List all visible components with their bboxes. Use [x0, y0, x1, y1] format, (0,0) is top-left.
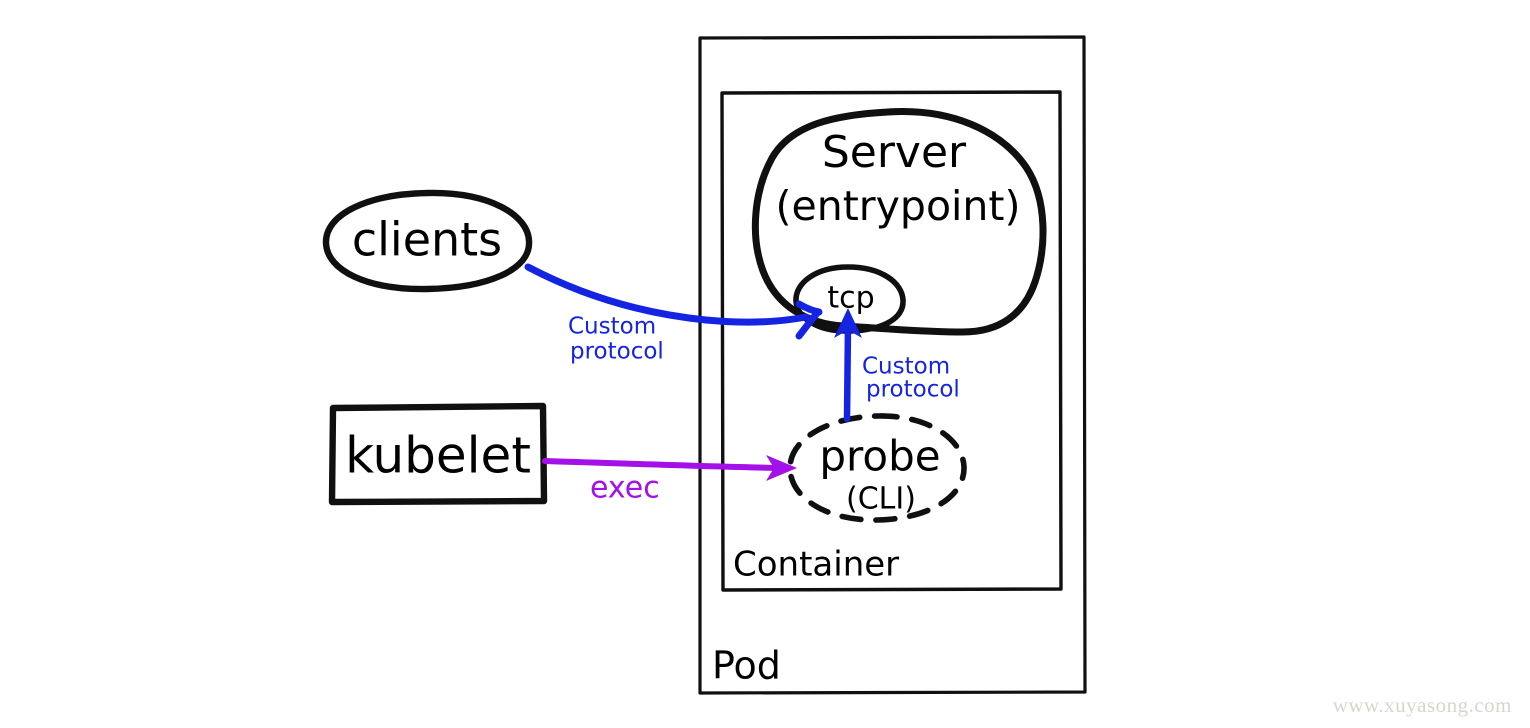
- edge-probe-to-tcp: Custom protocol: [834, 308, 960, 423]
- clients-label: clients: [352, 213, 502, 267]
- server-label-line2: (entrypoint): [776, 182, 1021, 230]
- kubelet-node: kubelet: [328, 402, 548, 506]
- container-box: Container: [720, 90, 1063, 592]
- edge-kubelet-to-probe: exec: [542, 455, 797, 506]
- probe-label-line2: (CLI): [846, 482, 916, 517]
- container-label: Container: [733, 545, 899, 585]
- server-label-line1: Server: [822, 127, 967, 178]
- edge-clients-to-tcp-label-line1: Custom: [568, 314, 656, 340]
- probe-node: probe (CLI): [787, 413, 967, 523]
- pod-label: Pod: [712, 644, 781, 688]
- pod-box: Pod: [698, 35, 1087, 695]
- edge-probe-to-tcp-label-line1: Custom: [862, 354, 950, 380]
- edge-clients-to-tcp: Custom protocol: [524, 263, 823, 365]
- edge-probe-to-tcp-arrowhead: [834, 308, 862, 338]
- edge-kubelet-to-probe-label: exec: [590, 471, 660, 506]
- site-watermark: www.xuyasong.com: [1332, 693, 1512, 717]
- edge-kubelet-to-probe-arrowhead: [766, 455, 797, 481]
- edge-probe-to-tcp-label-line2: protocol: [866, 377, 960, 403]
- edge-clients-to-tcp-label-line2: protocol: [570, 339, 664, 365]
- probe-label-line1: probe: [819, 432, 940, 481]
- kubelet-label: kubelet: [345, 427, 531, 485]
- server-node: Server (entrypoint): [751, 108, 1047, 336]
- tcp-label: tcp: [827, 281, 874, 316]
- clients-node: clients: [322, 189, 533, 293]
